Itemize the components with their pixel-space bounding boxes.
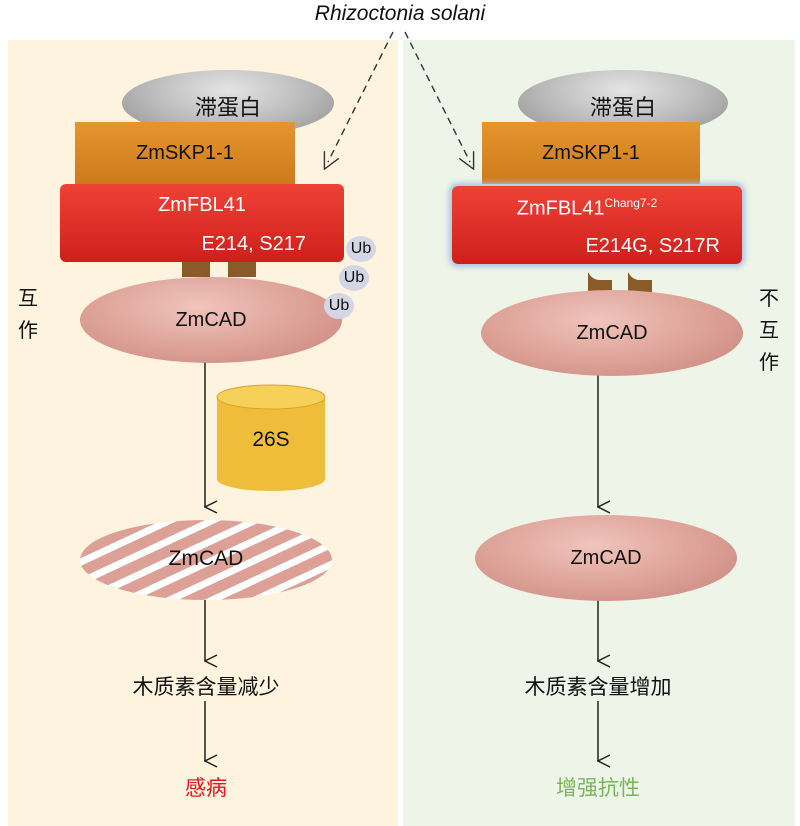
stable-zmcad-label: ZmCAD [570, 547, 642, 569]
zmcad-right: ZmCAD [481, 290, 743, 376]
no-interaction-char-2: 互 [759, 320, 779, 342]
interaction-char-2: 作 [18, 320, 38, 342]
zmfbl41-name-right: ZmFBL41Chang7-2 [516, 196, 658, 220]
no-interaction-char-3: 作 [759, 352, 779, 374]
zmfbl41-left: ZmFBL41 E214, S217 [60, 184, 344, 262]
interaction-char-1: 互 [18, 288, 38, 310]
degraded-zmcad-label: ZmCAD [168, 547, 244, 570]
zmskp1-label-right: ZmSKP1-1 [542, 142, 640, 164]
stalk-label-left: 滞蛋白 [194, 95, 261, 120]
proteasome-26s [216, 384, 326, 491]
ubiquitin-2: Ub [339, 265, 369, 291]
lignin-decrease-label: 木质素含量减少 [132, 676, 280, 699]
pathogen-title: Rhizoctonia solani [314, 2, 486, 25]
lignin-increase-label: 木质素含量增加 [524, 676, 672, 699]
pathogen-arrow-left [328, 31, 394, 162]
degraded-zmcad [80, 520, 332, 600]
proteasome-label: 26S [252, 428, 290, 451]
zmcad-label-left: ZmCAD [175, 309, 247, 331]
ubiquitin-3: Ub [324, 293, 354, 319]
zmskp1-left: ZmSKP1-1 [75, 122, 295, 184]
zmfbl41-sites-left: E214, S217 [201, 233, 306, 255]
zmskp1-label-left: ZmSKP1-1 [136, 142, 234, 164]
zmskp1-right: ZmSKP1-1 [482, 122, 700, 184]
zmfbl41-label-left: ZmFBL41 [158, 194, 246, 216]
zmfbl41-superscript: Chang7-2 [604, 196, 658, 210]
susceptible-outcome: 感病 [185, 777, 227, 800]
zmfbl41-sites-right: E214G, S217R [585, 235, 720, 257]
no-interaction-char-1: 不 [759, 288, 779, 310]
resistance-outcome: 增强抗性 [556, 777, 640, 800]
zmfbl41-right: ZmFBL41Chang7-2 E214G, S217R [452, 186, 742, 264]
binding-site-e214 [182, 257, 210, 277]
binding-site-s217 [228, 257, 256, 277]
pathogen-arrow-right [404, 31, 470, 162]
stable-zmcad: ZmCAD [475, 515, 737, 601]
ubiquitin-1: Ub [346, 236, 376, 262]
mutated-site-s217r [628, 272, 652, 294]
zmcad-label-right: ZmCAD [576, 322, 648, 344]
stalk-label-right: 滞蛋白 [589, 95, 656, 120]
mutated-site-e214g [588, 272, 612, 294]
zmcad-left: ZmCAD [80, 277, 342, 363]
